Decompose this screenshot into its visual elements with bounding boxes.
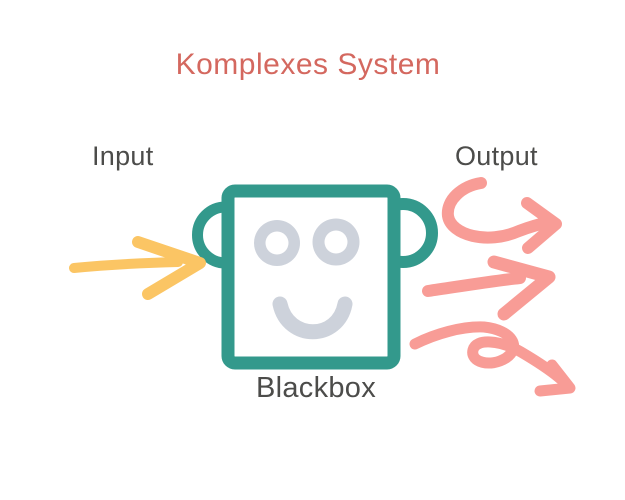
output-arrow-middle-shaft bbox=[422, 272, 526, 297]
diagram-title: Komplexes System bbox=[175, 48, 441, 81]
output-arrow-middle-head-icon bbox=[487, 255, 556, 321]
output-arrow-top-head-icon bbox=[521, 197, 562, 254]
blackbox-label: Blackbox bbox=[255, 372, 377, 404]
robot-smile-icon bbox=[272, 296, 353, 340]
output-arrow-top-shaft bbox=[441, 177, 555, 244]
input-label: Input bbox=[92, 141, 154, 171]
output-label: Output bbox=[455, 141, 538, 171]
input-arrow-head-icon bbox=[132, 236, 206, 300]
robot-right-eye-pupil bbox=[324, 230, 348, 254]
robot-left-eye-pupil bbox=[265, 231, 289, 255]
input-arrow-shaft bbox=[69, 257, 183, 273]
output-arrow-bottom-shaft bbox=[409, 321, 569, 387]
output-arrow-bottom-head-icon bbox=[534, 359, 576, 397]
